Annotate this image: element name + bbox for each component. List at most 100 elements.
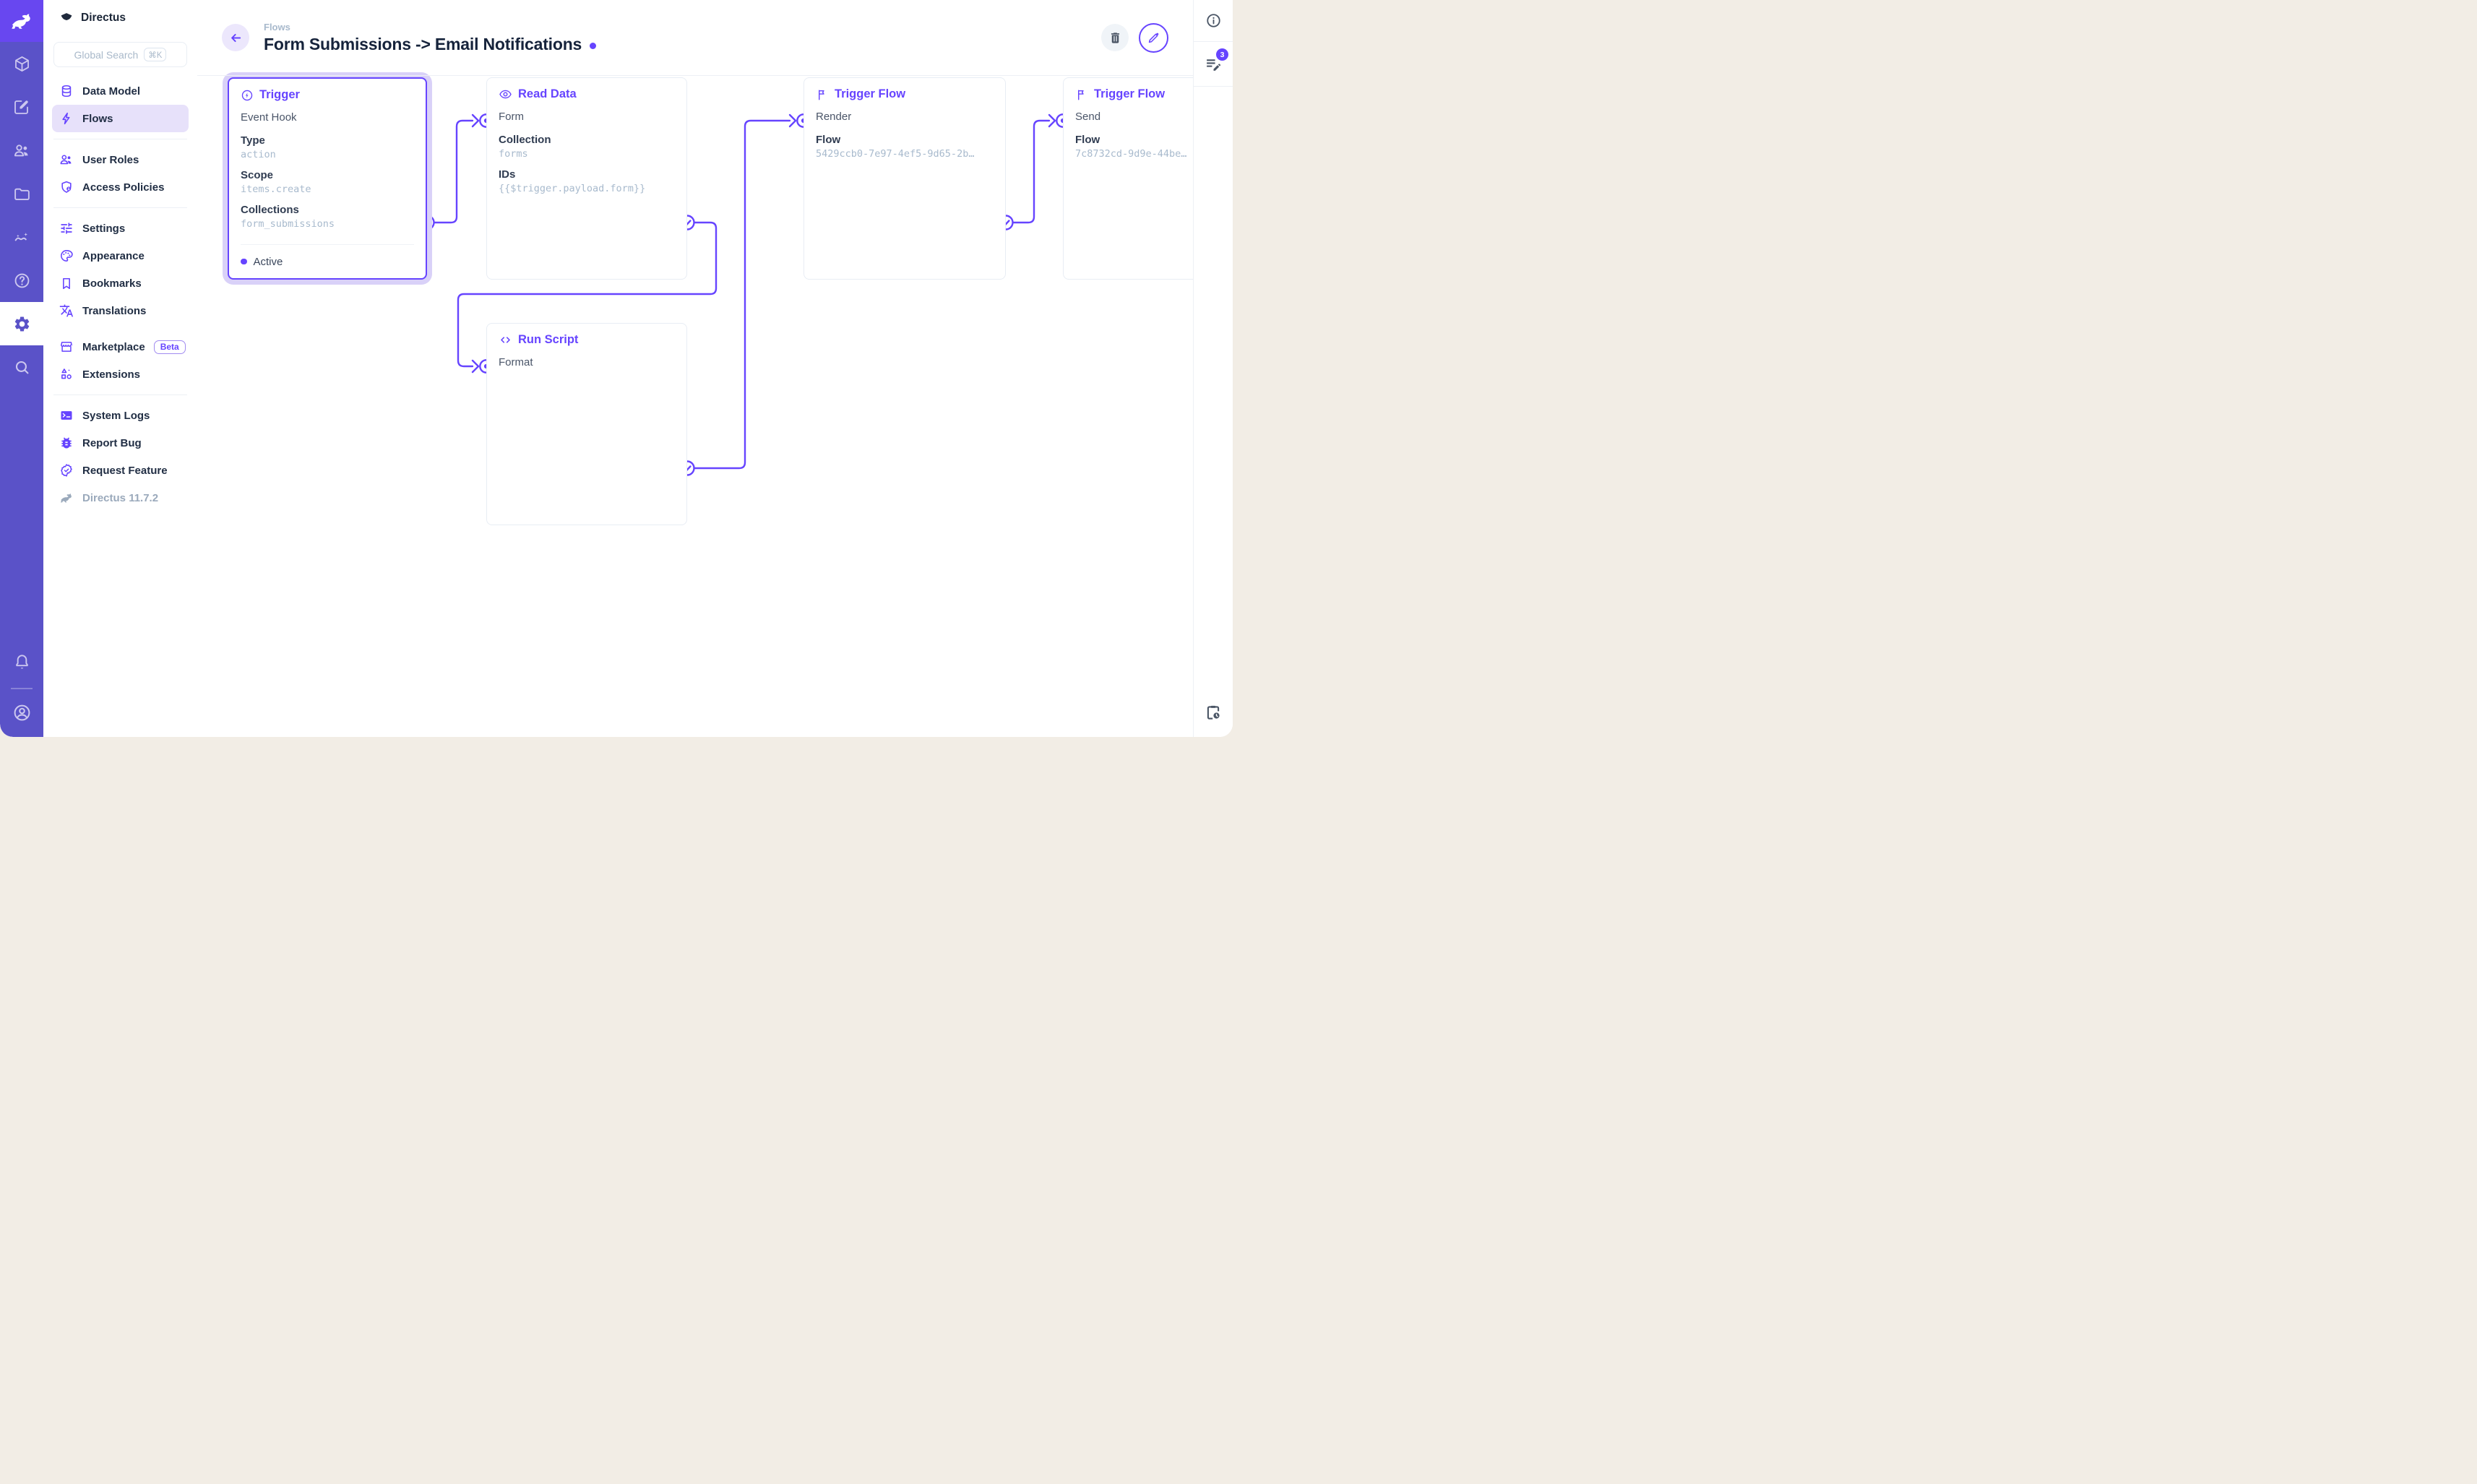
nav-item-flows[interactable]: Flows — [52, 105, 189, 132]
nav-divider — [53, 207, 187, 208]
nav-item-appearance[interactable]: Appearance — [52, 242, 189, 269]
delete-flow-button[interactable] — [1101, 24, 1129, 51]
help-icon — [14, 273, 29, 288]
project-name: Directus — [81, 12, 126, 24]
nav-item-settings[interactable]: Settings — [52, 215, 189, 242]
nav-divider — [53, 394, 187, 395]
wire-readdata-to-runscript — [457, 221, 718, 368]
module-settings[interactable] — [0, 302, 43, 345]
node-title-text: Trigger Flow — [1094, 87, 1166, 100]
wire-arrowhead — [471, 113, 480, 128]
back-button[interactable] — [222, 24, 249, 51]
field-label: IDs — [499, 168, 516, 181]
nav-sidebar: Directus Global Search ⌘K Data Model — [43, 0, 197, 737]
module-file-library[interactable] — [0, 172, 43, 215]
nav-item-report-bug[interactable]: Report Bug — [52, 429, 189, 457]
field-value: 5429ccb0-7e97-4ef5-9d65-2b… — [816, 148, 975, 160]
module-bar-bottom — [0, 640, 43, 737]
title-block: Flows Form Submissions -> Email Notifica… — [264, 22, 597, 54]
translate-icon — [59, 303, 74, 318]
flag-icon — [1075, 88, 1088, 101]
node-input-label: Format — [499, 356, 533, 368]
version-label: Directus 11.7.2 — [82, 491, 159, 504]
node-trigger[interactable]: Trigger Event Hook Type action Scope ite… — [228, 77, 427, 280]
module-bar — [0, 0, 43, 737]
shield-user-icon — [59, 180, 74, 194]
field-label: Flow — [1075, 134, 1100, 146]
cube-icon — [14, 56, 29, 72]
wire-arrowhead — [471, 359, 480, 374]
code-icon — [499, 333, 512, 347]
bell-icon — [15, 654, 28, 668]
nav-item-label: Settings — [82, 222, 126, 235]
nav-item-label: Report Bug — [82, 436, 142, 449]
clipboard-clock-icon — [1207, 705, 1220, 720]
field-value: items.create — [241, 184, 311, 195]
module-search[interactable] — [0, 345, 43, 389]
status-dot — [241, 258, 247, 265]
palette-icon — [59, 249, 74, 263]
module-editor[interactable] — [0, 85, 43, 129]
nav-item-label: Extensions — [82, 368, 141, 381]
project-shield-icon — [61, 13, 72, 20]
nav-item-marketplace[interactable]: Marketplace Beta — [52, 333, 189, 361]
notifications-button[interactable] — [0, 640, 43, 683]
node-run-script[interactable]: Run Script Format — [486, 323, 687, 525]
pencil-icon — [1148, 33, 1159, 43]
bug-icon — [59, 436, 74, 450]
field-value: {{$trigger.payload.form}} — [499, 183, 646, 194]
nav-item-translations[interactable]: Translations — [52, 297, 189, 324]
wire-render-to-send — [1004, 119, 1051, 224]
terminal-icon — [59, 408, 74, 423]
bookmark-icon — [59, 276, 74, 290]
field-value: forms — [499, 148, 528, 160]
field-value: action — [241, 149, 276, 160]
revisions-sidebar-button[interactable] — [1194, 691, 1233, 734]
header-actions — [1101, 22, 1168, 53]
module-insights[interactable] — [0, 215, 43, 259]
nav-item-bookmarks[interactable]: Bookmarks — [52, 269, 189, 297]
flow-canvas[interactable]: Trigger Event Hook Type action Scope ite… — [197, 76, 1233, 737]
search-icon — [15, 361, 28, 374]
module-content[interactable] — [0, 42, 43, 85]
module-user-directory[interactable] — [0, 129, 43, 172]
nav-item-request-feature[interactable]: Request Feature — [52, 457, 189, 484]
node-read-data[interactable]: Read Data Form Collection forms IDs {{$t… — [486, 77, 687, 280]
directus-logo[interactable] — [0, 0, 43, 42]
activity-log-icon — [1206, 59, 1220, 71]
storefront-icon — [59, 340, 74, 354]
nav-item-data-model[interactable]: Data Model — [52, 77, 189, 105]
node-input-label: Form — [499, 111, 524, 123]
nav-item-extensions[interactable]: Extensions — [52, 361, 189, 388]
global-search-box[interactable]: Global Search ⌘K — [53, 42, 187, 67]
project-header[interactable]: Directus — [52, 0, 189, 36]
flag-icon — [816, 88, 829, 101]
module-docs[interactable] — [0, 259, 43, 302]
user-avatar[interactable] — [0, 694, 43, 731]
insights-icon — [14, 232, 27, 241]
node-trigger-flow-render[interactable]: Trigger Flow Render Flow 5429ccb0-7e97-4… — [804, 77, 1006, 280]
node-title-text: Run Script — [518, 333, 579, 346]
wire-runscript-to-render — [686, 119, 791, 470]
nav-item-system-logs[interactable]: System Logs — [52, 402, 189, 429]
trigger-status-footer: Active — [241, 244, 414, 278]
logs-sidebar-button[interactable]: 3 — [1194, 42, 1233, 87]
edit-flow-button[interactable] — [1139, 22, 1168, 53]
nav-version-row: Directus 11.7.2 — [52, 484, 189, 512]
gear-icon — [14, 316, 29, 331]
wire-arrowhead — [788, 113, 797, 128]
rabbit-version-icon — [59, 491, 74, 505]
info-sidebar-button[interactable] — [1194, 0, 1233, 42]
nav-item-access-policies[interactable]: Access Policies — [52, 173, 189, 201]
nav-item-label: Access Policies — [82, 181, 165, 194]
beta-badge: Beta — [153, 340, 186, 354]
nav-item-label: Appearance — [82, 249, 145, 262]
field-label: Collections — [241, 204, 299, 216]
arrow-left-icon — [231, 33, 241, 42]
trash-icon — [1111, 32, 1119, 43]
node-title-text: Read Data — [518, 87, 577, 100]
nav-item-user-roles[interactable]: User Roles — [52, 146, 189, 173]
wire-trigger-to-readdata — [426, 119, 474, 224]
nav-item-label: Marketplace — [82, 340, 145, 353]
unsaved-indicator-dot — [590, 42, 597, 49]
